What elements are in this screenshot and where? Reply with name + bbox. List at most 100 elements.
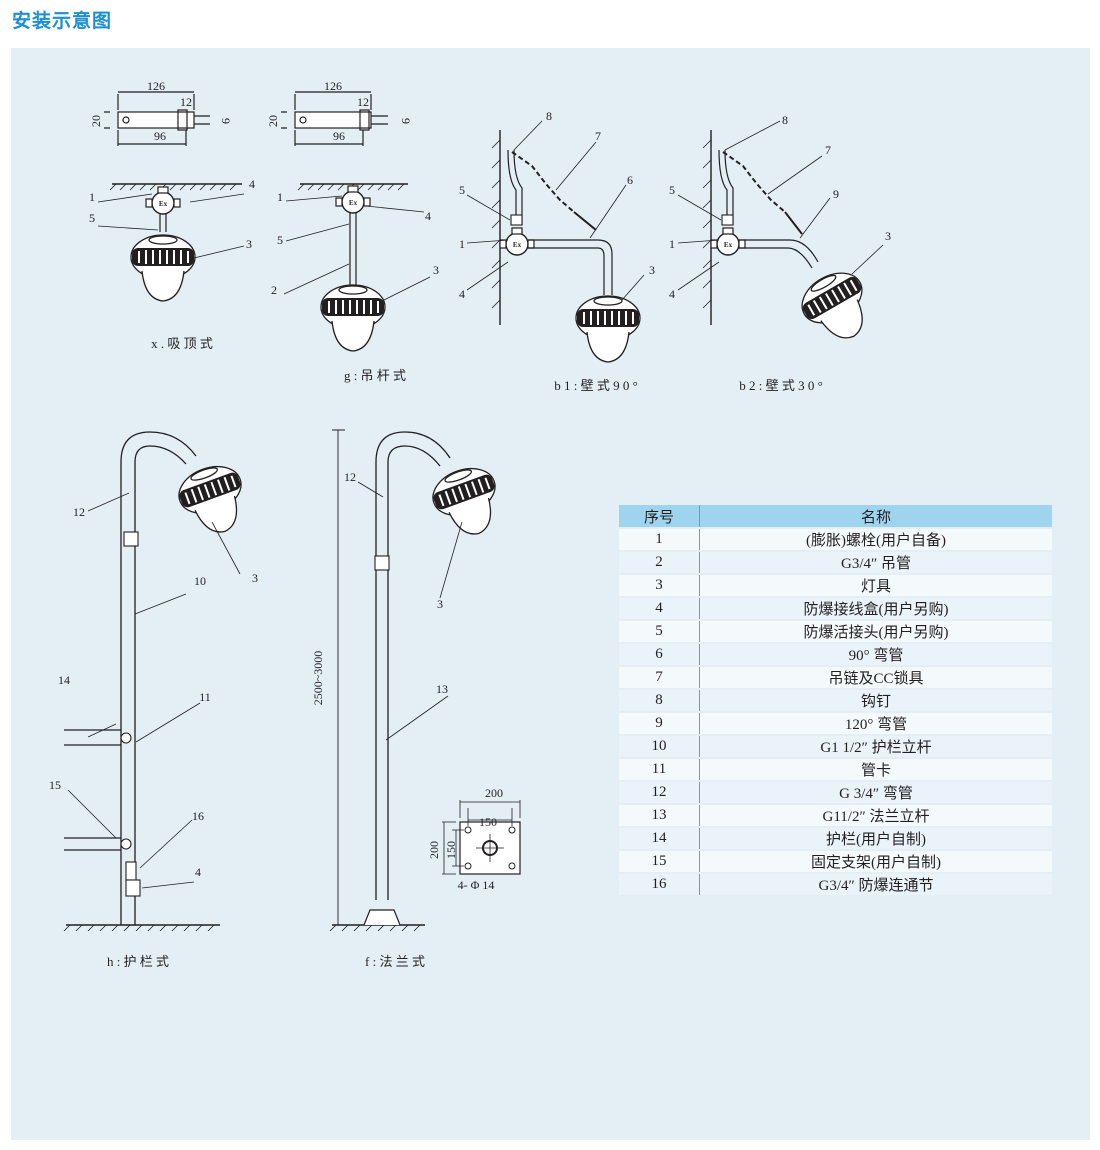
dim-gap-x: 12 (180, 95, 192, 109)
dim-flange-holes: 4- Φ 14 (458, 878, 495, 892)
callout-14-h: 14 (58, 673, 70, 687)
row-index: 13 (619, 804, 700, 828)
caption-g: g : 吊 杆 式 (344, 368, 406, 383)
callout-5-g: 5 (277, 233, 283, 247)
header-name: 名称 (699, 505, 1052, 529)
callout-13-f: 13 (436, 682, 448, 696)
dim-pitch-g: 96 (333, 129, 345, 143)
dim-gap-g: 12 (357, 95, 369, 109)
callout-3-h: 3 (252, 571, 258, 585)
dim-flange-inner-w: 150 (479, 815, 497, 829)
row-name: 120° 弯管 (699, 712, 1052, 736)
callout-4-b1: 4 (459, 287, 465, 301)
callout-5-x: 5 (89, 211, 95, 225)
dim-height-g: 20 (266, 115, 280, 127)
row-index: 16 (619, 873, 700, 897)
mount-wall-b1 (466, 120, 645, 363)
row-index: 5 (619, 620, 700, 644)
callout-12-h: 12 (73, 505, 85, 519)
row-index: 7 (619, 666, 700, 690)
row-name: 吊链及CC锁具 (699, 666, 1052, 690)
callout-15-h: 15 (49, 778, 61, 792)
dim-pitch-x: 96 (154, 129, 166, 143)
callout-5-b1: 5 (459, 183, 465, 197)
callout-11-h: 11 (199, 690, 211, 704)
callout-9-b2: 9 (833, 187, 839, 201)
callout-8-b2: 8 (782, 113, 788, 127)
callout-4-b2: 4 (669, 287, 675, 301)
dim-height-x: 20 (89, 115, 103, 127)
callout-2-g: 2 (271, 283, 277, 297)
caption-x: x . 吸 顶 式 (151, 336, 213, 351)
row-name: 90° 弯管 (699, 643, 1052, 667)
dim-thickness-g: 9 (399, 118, 413, 124)
row-index: 1 (619, 528, 700, 552)
row-index: 15 (619, 850, 700, 874)
page-title: 安装示意图 (12, 10, 113, 32)
callout-3-f: 3 (437, 597, 443, 611)
row-index: 12 (619, 781, 700, 805)
caption-h: h : 护 栏 式 (107, 954, 169, 969)
dim-width-g: 126 (324, 79, 342, 93)
row-name: G11/2″ 法兰立杆 (699, 804, 1052, 828)
callout-7-b1: 7 (595, 129, 601, 143)
row-name: G3/4″ 防爆连通节 (699, 873, 1052, 897)
callout-1-g: 1 (277, 190, 283, 204)
row-name: 防爆活接头(用户另购) (699, 620, 1052, 644)
callout-4-h: 4 (195, 865, 201, 879)
callout-1-b1: 1 (459, 237, 465, 251)
row-name: 灯具 (699, 574, 1052, 598)
dim-flange-outer-h: 200 (427, 841, 441, 859)
dim-thickness-x: 9 (219, 118, 233, 124)
caption-b2: b 2 : 壁 式 3 0 ° (739, 378, 823, 393)
row-name: 护栏(用户自制) (699, 827, 1052, 851)
row-name: 防爆接线盒(用户另购) (699, 597, 1052, 621)
dim-width-x: 126 (147, 79, 165, 93)
header-index: 序号 (619, 505, 700, 529)
row-index: 4 (619, 597, 700, 621)
mount-ceiling-x (97, 183, 245, 302)
row-name: 固定支架(用户自制) (699, 850, 1052, 874)
row-name: 管卡 (699, 758, 1052, 782)
row-index: 11 (619, 758, 700, 782)
callout-10-h: 10 (194, 574, 206, 588)
row-name: G3/4″ 吊管 (699, 551, 1052, 575)
callout-6-b1: 6 (627, 173, 633, 187)
mount-flange-f (329, 429, 511, 932)
row-name: 钩钉 (699, 689, 1052, 713)
caption-f: f : 法 兰 式 (365, 954, 425, 969)
row-index: 2 (619, 551, 700, 575)
callout-8-b1: 8 (546, 109, 552, 123)
parts-table-header: 序号 名称 (619, 505, 1052, 529)
dim-flange-inner-h: 150 (444, 841, 458, 859)
callout-16-h: 16 (192, 809, 204, 823)
row-name: G 3/4″ 弯管 (699, 781, 1052, 805)
callout-1-b2: 1 (669, 237, 675, 251)
callout-5-b2: 5 (669, 183, 675, 197)
dim-flange-outer-w: 200 (485, 786, 503, 800)
row-index: 8 (619, 689, 700, 713)
table-row: 1(膨胀)螺栓(用户自备) (619, 528, 1052, 552)
callout-4-g: 4 (425, 209, 431, 223)
caption-b1: b 1 : 壁 式 9 0 ° (554, 378, 638, 393)
flange-plan-view (442, 800, 521, 875)
bracket-view-x (104, 91, 210, 146)
callout-1-x: 1 (89, 190, 95, 204)
bracket-view-g (281, 91, 388, 146)
callout-12-f: 12 (344, 470, 356, 484)
mount-pendant-g (283, 183, 431, 352)
row-index: 14 (619, 827, 700, 851)
